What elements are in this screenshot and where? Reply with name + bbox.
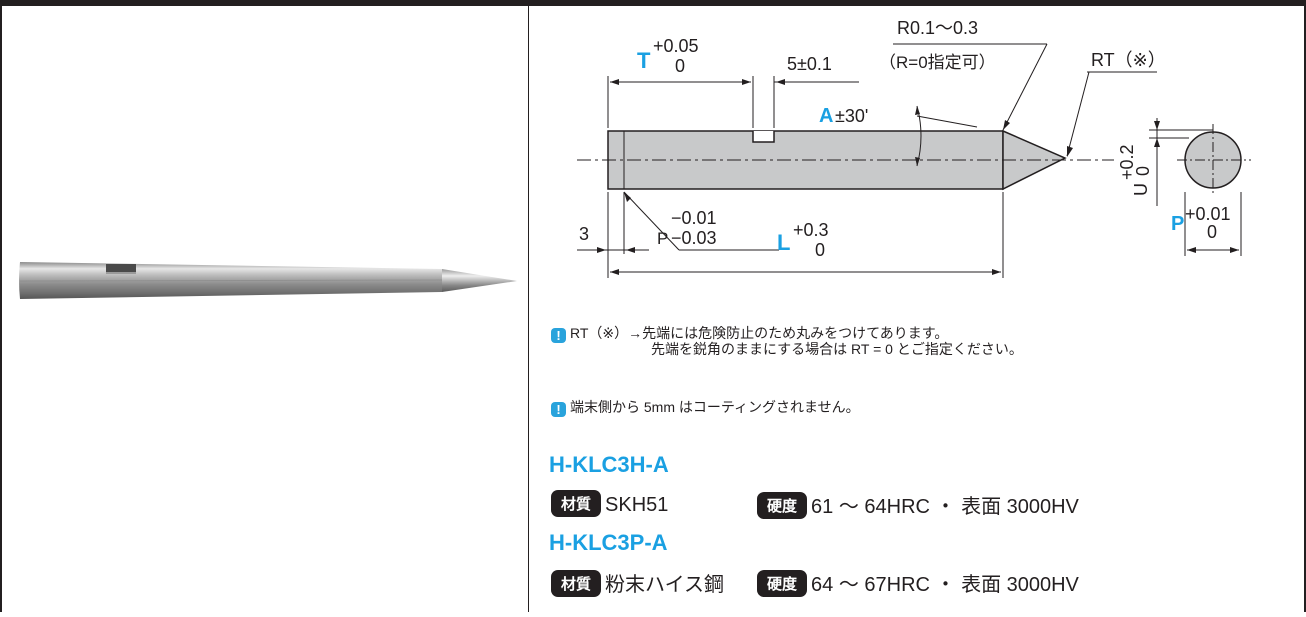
p-small-tolerance-upper: −0.01 bbox=[671, 208, 717, 228]
rt-note: ! RT（※）→先端には危険防止のため丸みをつけてあります。 bbox=[551, 326, 948, 343]
hardness-value-2: 64 〜 67HRC ・ 表面 3000HV bbox=[811, 574, 1079, 596]
material-value-1: SKH51 bbox=[605, 494, 669, 516]
t-tolerance-upper: +0.05 bbox=[653, 36, 699, 56]
warning-icon: ! bbox=[551, 402, 566, 417]
model-name-1: H-KLC3H-A bbox=[549, 452, 669, 477]
t-tolerance-lower: 0 bbox=[675, 56, 685, 76]
radius-note: R0.1〜0.3 bbox=[897, 18, 978, 38]
l-tolerance-upper: +0.3 bbox=[793, 220, 829, 240]
radius-note-sub: （R=0指定可） bbox=[879, 53, 996, 72]
rt-note-line2: 先端を鋭角のままにする場合は RT = 0 とご指定ください。 bbox=[651, 341, 1023, 357]
material-cell-2: 材質粉末ハイス鋼 bbox=[551, 568, 724, 597]
u-tolerance-upper: +0.2 bbox=[1117, 144, 1137, 180]
product-photo-panel bbox=[2, 6, 528, 612]
coating-note-text: 端末側から 5mm はコーティングされません。 bbox=[570, 399, 860, 415]
p-dimension-label: P bbox=[1171, 213, 1184, 235]
hardness-value-1: 61 〜 64HRC ・ 表面 3000HV bbox=[811, 496, 1079, 518]
ejector-pin-photo bbox=[19, 262, 517, 299]
a-angle-tolerance: ±30' bbox=[835, 106, 868, 126]
u-dimension-label: U bbox=[1131, 183, 1151, 196]
dimension-drawing: T +0.05 0 5±0.1 R0.1〜0.3 （R=0指定可） RT（※） … bbox=[577, 18, 1251, 278]
groove-dimension: 5±0.1 bbox=[787, 54, 832, 74]
a-angle-label: A bbox=[819, 105, 833, 127]
material-badge-1: 材質 bbox=[551, 490, 602, 517]
panel-divider bbox=[528, 6, 529, 612]
p-tolerance-upper: +0.01 bbox=[1185, 204, 1231, 224]
rt-note-line2-wrap: 先端を鋭角のままにする場合は RT = 0 とご指定ください。 bbox=[651, 342, 1023, 357]
l-dimension-label: L bbox=[777, 230, 790, 255]
p-tolerance-lower: 0 bbox=[1207, 222, 1217, 242]
model-name-2: H-KLC3P-A bbox=[549, 530, 668, 555]
specification-panel: T +0.05 0 5±0.1 R0.1〜0.3 （R=0指定可） RT（※） … bbox=[529, 6, 1304, 612]
coating-note: ! 端末側から 5mm はコーティングされません。 bbox=[551, 400, 860, 417]
hardness-badge-1: 硬度 bbox=[757, 492, 808, 519]
u-tolerance-lower: 0 bbox=[1133, 166, 1153, 176]
rt-label: RT（※） bbox=[1091, 50, 1166, 70]
warning-icon: ! bbox=[551, 328, 566, 343]
three-dimension: 3 bbox=[579, 224, 589, 244]
t-dimension-label: T bbox=[637, 48, 651, 73]
l-tolerance-lower: 0 bbox=[815, 240, 825, 260]
material-value-2: 粉末ハイス鋼 bbox=[605, 574, 725, 596]
p-small-tolerance-lower: −0.03 bbox=[671, 228, 717, 248]
material-badge-2: 材質 bbox=[551, 570, 602, 597]
rt-note-line1: RT（※）→先端には危険防止のため丸みをつけてあります。 bbox=[570, 325, 949, 341]
p-small-label: P bbox=[657, 229, 668, 248]
pin-groove bbox=[752, 131, 775, 143]
hardness-badge-2: 硬度 bbox=[757, 570, 808, 597]
